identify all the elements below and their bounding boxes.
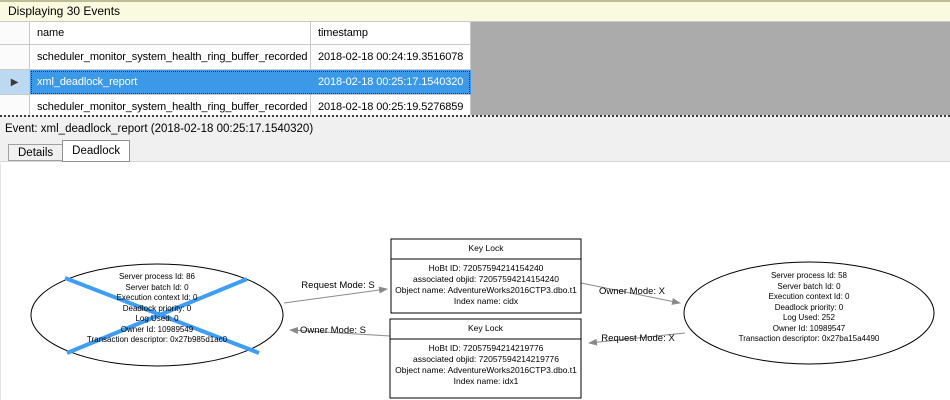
current-row-arrow-icon: ▶ [10,77,19,88]
bottom-hobt-id: HoBt ID: 72057594214219776 [428,343,544,353]
lock-node-top-title: Key Lock [468,243,504,253]
process-node-survivor-text: Server process Id: 58 Server batch Id: 0… [684,271,934,345]
tab-deadlock[interactable]: Deadlock [62,140,131,162]
event-timestamp-cell[interactable]: 2018-02-18 00:24:19.3516078 [311,45,471,70]
top-index-name: Index name: cidx [453,296,519,306]
victim-cross-icon [64,276,260,355]
table-row[interactable]: scheduler_monitor_system_health_ring_buf… [0,95,471,115]
lock-node-top-rect [390,238,582,314]
edge-owner-x [580,282,681,305]
tab-details[interactable]: Details [8,144,63,161]
events-grid: name timestamp scheduler_monitor_system_… [0,22,950,115]
edge-owner-s [289,326,391,337]
edge-label-request-mode-x: Request Mode: X [601,333,675,344]
lock-node-top-text: HoBt ID: 72057594214154240 associated ob… [387,263,585,307]
bottom-index-name: Index name: idx1 [453,376,519,386]
victim-spid: Server process Id: 86 [118,272,196,281]
survivor-owner-id: Owner Id: 10989547 [772,323,846,333]
event-timestamp-cell[interactable]: 2018-02-18 00:25:17.1540320 [311,70,471,95]
lock-node-bottom-rect [389,318,582,399]
column-header-timestamp[interactable]: timestamp [311,22,471,45]
top-associated-objid: associated objid: 72057594214154240 [412,274,560,284]
deadlock-edges [283,282,686,346]
events-grid-header: name timestamp [0,22,471,45]
event-name-cell[interactable]: scheduler_monitor_system_health_ring_buf… [30,95,311,115]
table-row-selected[interactable]: ▶ xml_deadlock_report 2018-02-18 00:25:1… [0,70,471,95]
table-row[interactable]: scheduler_monitor_system_health_ring_buf… [0,45,471,70]
process-node-victim-text: Server process Id: 86 Server batch Id: 0… [32,272,282,346]
event-timestamp-cell[interactable]: 2018-02-18 00:25:19.5276859 [311,95,471,115]
event-detail-header: Event: xml_deadlock_report (2018-02-18 0… [0,119,950,140]
deadlock-graph-canvas [30,238,935,399]
edge-request-s [283,286,388,304]
edge-label-owner-mode-s: Owner Mode: S [300,325,366,336]
row-selector-cell[interactable] [0,95,30,115]
victim-tx-descriptor: Transaction descriptor: 0x27b985d1ac0 [86,335,228,344]
top-hobt-id: HoBt ID: 72057594214154240 [428,263,544,273]
edge-label-request-mode-s: Request Mode: S [301,280,375,291]
event-name-cell[interactable]: xml_deadlock_report [30,70,311,95]
victim-exec-context: Execution context Id: 0 [116,293,198,302]
events-count-label: Displaying 30 Events [8,4,121,18]
bottom-object-name: Object name: AdventureWorks2016CTP3.dbo.… [395,365,577,375]
process-node-survivor-oval [683,261,935,365]
edge-request-x [588,332,686,346]
victim-owner-id: Owner Id: 10989549 [120,324,194,334]
victim-batch-id: Server batch Id: 0 [125,282,189,292]
survivor-priority: Deadlock priority: 0 [774,302,844,312]
bottom-associated-objid: associated objid: 72057594214219776 [412,354,560,364]
survivor-log-used: Log Used: 252 [782,313,836,322]
edge-label-owner-mode-x: Owner Mode: X [599,286,665,297]
row-selector-header-cell [0,22,30,45]
deadlock-graph-panel: Server process Id: 86 Server batch Id: 0… [0,163,950,400]
pane-splitter[interactable] [0,115,950,119]
event-name-cell[interactable]: scheduler_monitor_system_health_ring_buf… [30,45,311,70]
survivor-batch-id: Server batch Id: 0 [777,281,841,291]
survivor-exec-context: Execution context Id: 0 [768,292,850,301]
victim-priority: Deadlock priority: 0 [122,303,192,313]
event-detail-label: Event: xml_deadlock_report (2018-02-18 0… [5,123,314,135]
lock-node-bottom-title: Key Lock [468,323,503,333]
top-object-name: Object name: AdventureWorks2016CTP3.dbo.… [395,285,577,295]
survivor-spid: Server process Id: 58 [770,271,848,280]
row-selector-cell[interactable]: ▶ [0,70,30,95]
lock-node-bottom-text: HoBt ID: 72057594214219776 associated ob… [387,343,585,387]
detail-tabstrip: Details Deadlock [0,140,950,162]
victim-log-used: Log Used: 0 [135,314,179,323]
column-header-name[interactable]: name [30,22,311,45]
survivor-tx-descriptor: Transaction descriptor: 0x27ba15a4490 [738,334,880,343]
events-count-bar: Displaying 30 Events [0,0,950,22]
lock-nodes [389,238,582,399]
row-selector-cell[interactable] [0,45,30,70]
